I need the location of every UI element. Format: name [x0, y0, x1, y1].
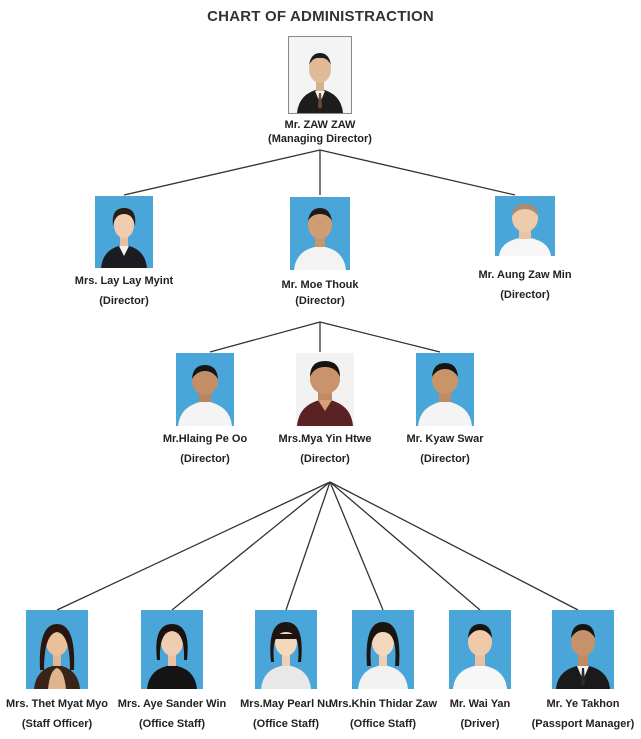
person-role: (Director)	[180, 453, 230, 465]
portrait-photo	[449, 610, 511, 689]
node-kyaw-swar: Mr. Kyaw Swar (Director)	[380, 353, 510, 466]
person-name: Mrs. Aye Sander Win	[117, 698, 227, 710]
node-thet-myat-myo: Mrs. Thet Myat Myo (Staff Officer)	[0, 610, 114, 731]
portrait-photo	[296, 353, 354, 426]
node-mya-yin-htwe: Mrs.Mya Yin Htwe (Director)	[260, 353, 390, 466]
person-role: (Passport Manager)	[531, 718, 635, 730]
portrait-photo	[255, 610, 317, 689]
person-role: (Office Staff)	[350, 718, 416, 730]
person-role: (Director)	[500, 289, 550, 301]
node-hlaing-pe-oo: Mr.Hlaing Pe Oo (Director)	[140, 353, 270, 466]
connector-line	[209, 321, 321, 353]
connector-line	[56, 481, 331, 611]
portrait-photo	[416, 353, 474, 426]
node-lay-lay-myint: Mrs. Lay Lay Myint (Director)	[44, 196, 204, 308]
portrait-photo	[290, 197, 350, 270]
person-name: Mr. Kyaw Swar	[406, 433, 484, 445]
portrait-photo	[95, 196, 153, 268]
chart-title: CHART OF ADMINISTRACTION	[207, 8, 434, 25]
person-name: Mr. Wai Yan	[449, 698, 511, 710]
node-aung-zaw-min: Mr. Aung Zaw Min (Director)	[450, 196, 600, 302]
person-role: (Office Staff)	[253, 718, 319, 730]
connector-line	[171, 481, 331, 611]
node-ye-takhon: Mr. Ye Takhon (Passport Manager)	[527, 610, 639, 731]
portrait-photo	[141, 610, 203, 689]
person-name: Mr. Aung Zaw Min	[478, 269, 572, 281]
node-aye-sander-win: Mrs. Aye Sander Win (Office Staff)	[115, 610, 229, 731]
connector-line	[319, 149, 516, 196]
connector-line	[319, 321, 441, 353]
node-moe-thouk: Mr. Moe Thouk (Director)	[250, 197, 390, 308]
portrait-photo	[352, 610, 414, 689]
connector-line	[329, 481, 481, 611]
node-zaw-zaw: Mr. ZAW ZAW (Managing Director)	[250, 36, 390, 146]
person-name: Mrs.Khin Thidar Zaw	[328, 698, 438, 710]
person-name: Mr.Hlaing Pe Oo	[162, 433, 248, 445]
person-role: (Office Staff)	[139, 718, 205, 730]
person-name: Mrs. Thet Myat Myo	[5, 698, 109, 710]
portrait-photo	[288, 36, 352, 114]
connector-line	[329, 481, 579, 611]
portrait-photo	[176, 353, 234, 426]
person-name: Mr. Moe Thouk	[281, 279, 359, 291]
portrait-photo	[495, 196, 555, 256]
connector-line	[123, 149, 321, 196]
person-role: (Managing Director)	[268, 133, 372, 145]
person-role: (Driver)	[460, 718, 500, 730]
person-name: Mrs.Mya Yin Htwe	[278, 433, 372, 445]
node-wai-yan: Mr. Wai Yan (Driver)	[430, 610, 530, 731]
person-name: Mr. Ye Takhon	[546, 698, 620, 710]
person-role: (Director)	[420, 453, 470, 465]
portrait-photo	[26, 610, 88, 689]
person-name: Mr. ZAW ZAW	[284, 119, 356, 131]
portrait-photo	[552, 610, 614, 689]
person-role: (Director)	[295, 295, 345, 307]
node-khin-thidar-zaw: Mrs.Khin Thidar Zaw (Office Staff)	[326, 610, 440, 731]
person-role: (Director)	[300, 453, 350, 465]
connector-line	[329, 481, 384, 611]
person-role: (Director)	[99, 295, 149, 307]
node-may-pearl-nu: Mrs.May Pearl Nu (Office Staff)	[229, 610, 343, 731]
person-name: Mrs. Lay Lay Myint	[74, 275, 174, 287]
person-role: (Staff Officer)	[21, 718, 93, 730]
connector-line	[285, 481, 331, 611]
person-name: Mrs.May Pearl Nu	[240, 698, 332, 710]
